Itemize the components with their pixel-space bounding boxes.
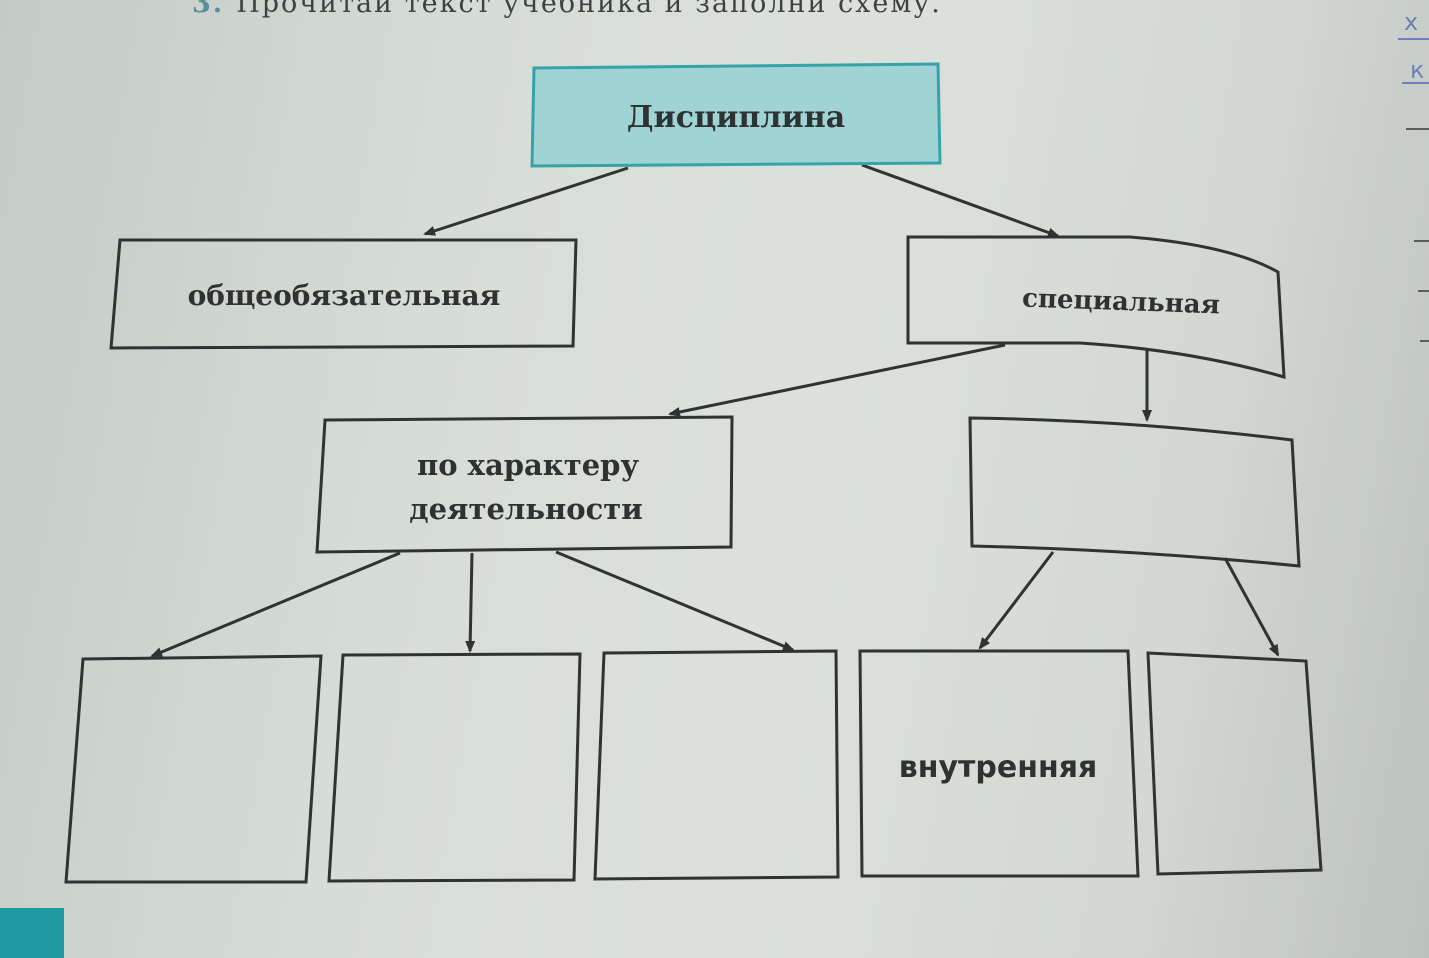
- margin-scribble-1: х: [1404, 8, 1419, 36]
- margin-line-3: [1406, 128, 1429, 130]
- activity-label-line1: по характеру: [417, 448, 639, 482]
- arrow-activity-bottom3: [555, 550, 795, 652]
- bottom-box-4: [858, 649, 1140, 878]
- arrow-root-general: [423, 166, 629, 236]
- task-heading: 3. Прочитай текст учебника и заполни схем…: [192, 0, 942, 19]
- bottom-box-3: [593, 649, 840, 881]
- root-box: [530, 62, 942, 168]
- root-label: Дисциплина: [627, 100, 845, 135]
- margin-line-5: [1418, 290, 1429, 292]
- arrow-activity-bottom2: [465, 552, 476, 653]
- general-label: общеобязательная: [188, 279, 501, 312]
- bottom-box-5: [1146, 651, 1323, 876]
- special-label: специальная: [1022, 284, 1221, 321]
- activity-label-line2: деятельности: [409, 492, 642, 526]
- bottom-box-4-label: внутренняя: [899, 750, 1097, 785]
- margin-line-1: [1398, 38, 1429, 40]
- margin-line-6: [1420, 340, 1429, 342]
- margin-scribble-2: к: [1410, 56, 1425, 84]
- arrow-root-special: [861, 163, 1060, 238]
- margin-line-4: [1414, 240, 1429, 242]
- margin-line-2: [1402, 82, 1429, 84]
- bottom-box-1: [64, 654, 323, 884]
- arrow-special-activity: [668, 343, 1006, 417]
- arrow-blank-bottom4: [978, 551, 1055, 650]
- special-box: [906, 235, 1286, 380]
- activity-box: [315, 415, 734, 554]
- task-text: Прочитай текст учебника и заполни схему.: [236, 0, 942, 19]
- arrow-blank-bottom5: [1223, 557, 1280, 657]
- arrow-activity-bottom1: [150, 551, 401, 658]
- bottom-box-2: [327, 652, 582, 883]
- blank-box-right: [968, 416, 1301, 568]
- page-corner-tab: [0, 908, 64, 958]
- general-box: [109, 238, 578, 350]
- task-number: 3.: [192, 0, 225, 19]
